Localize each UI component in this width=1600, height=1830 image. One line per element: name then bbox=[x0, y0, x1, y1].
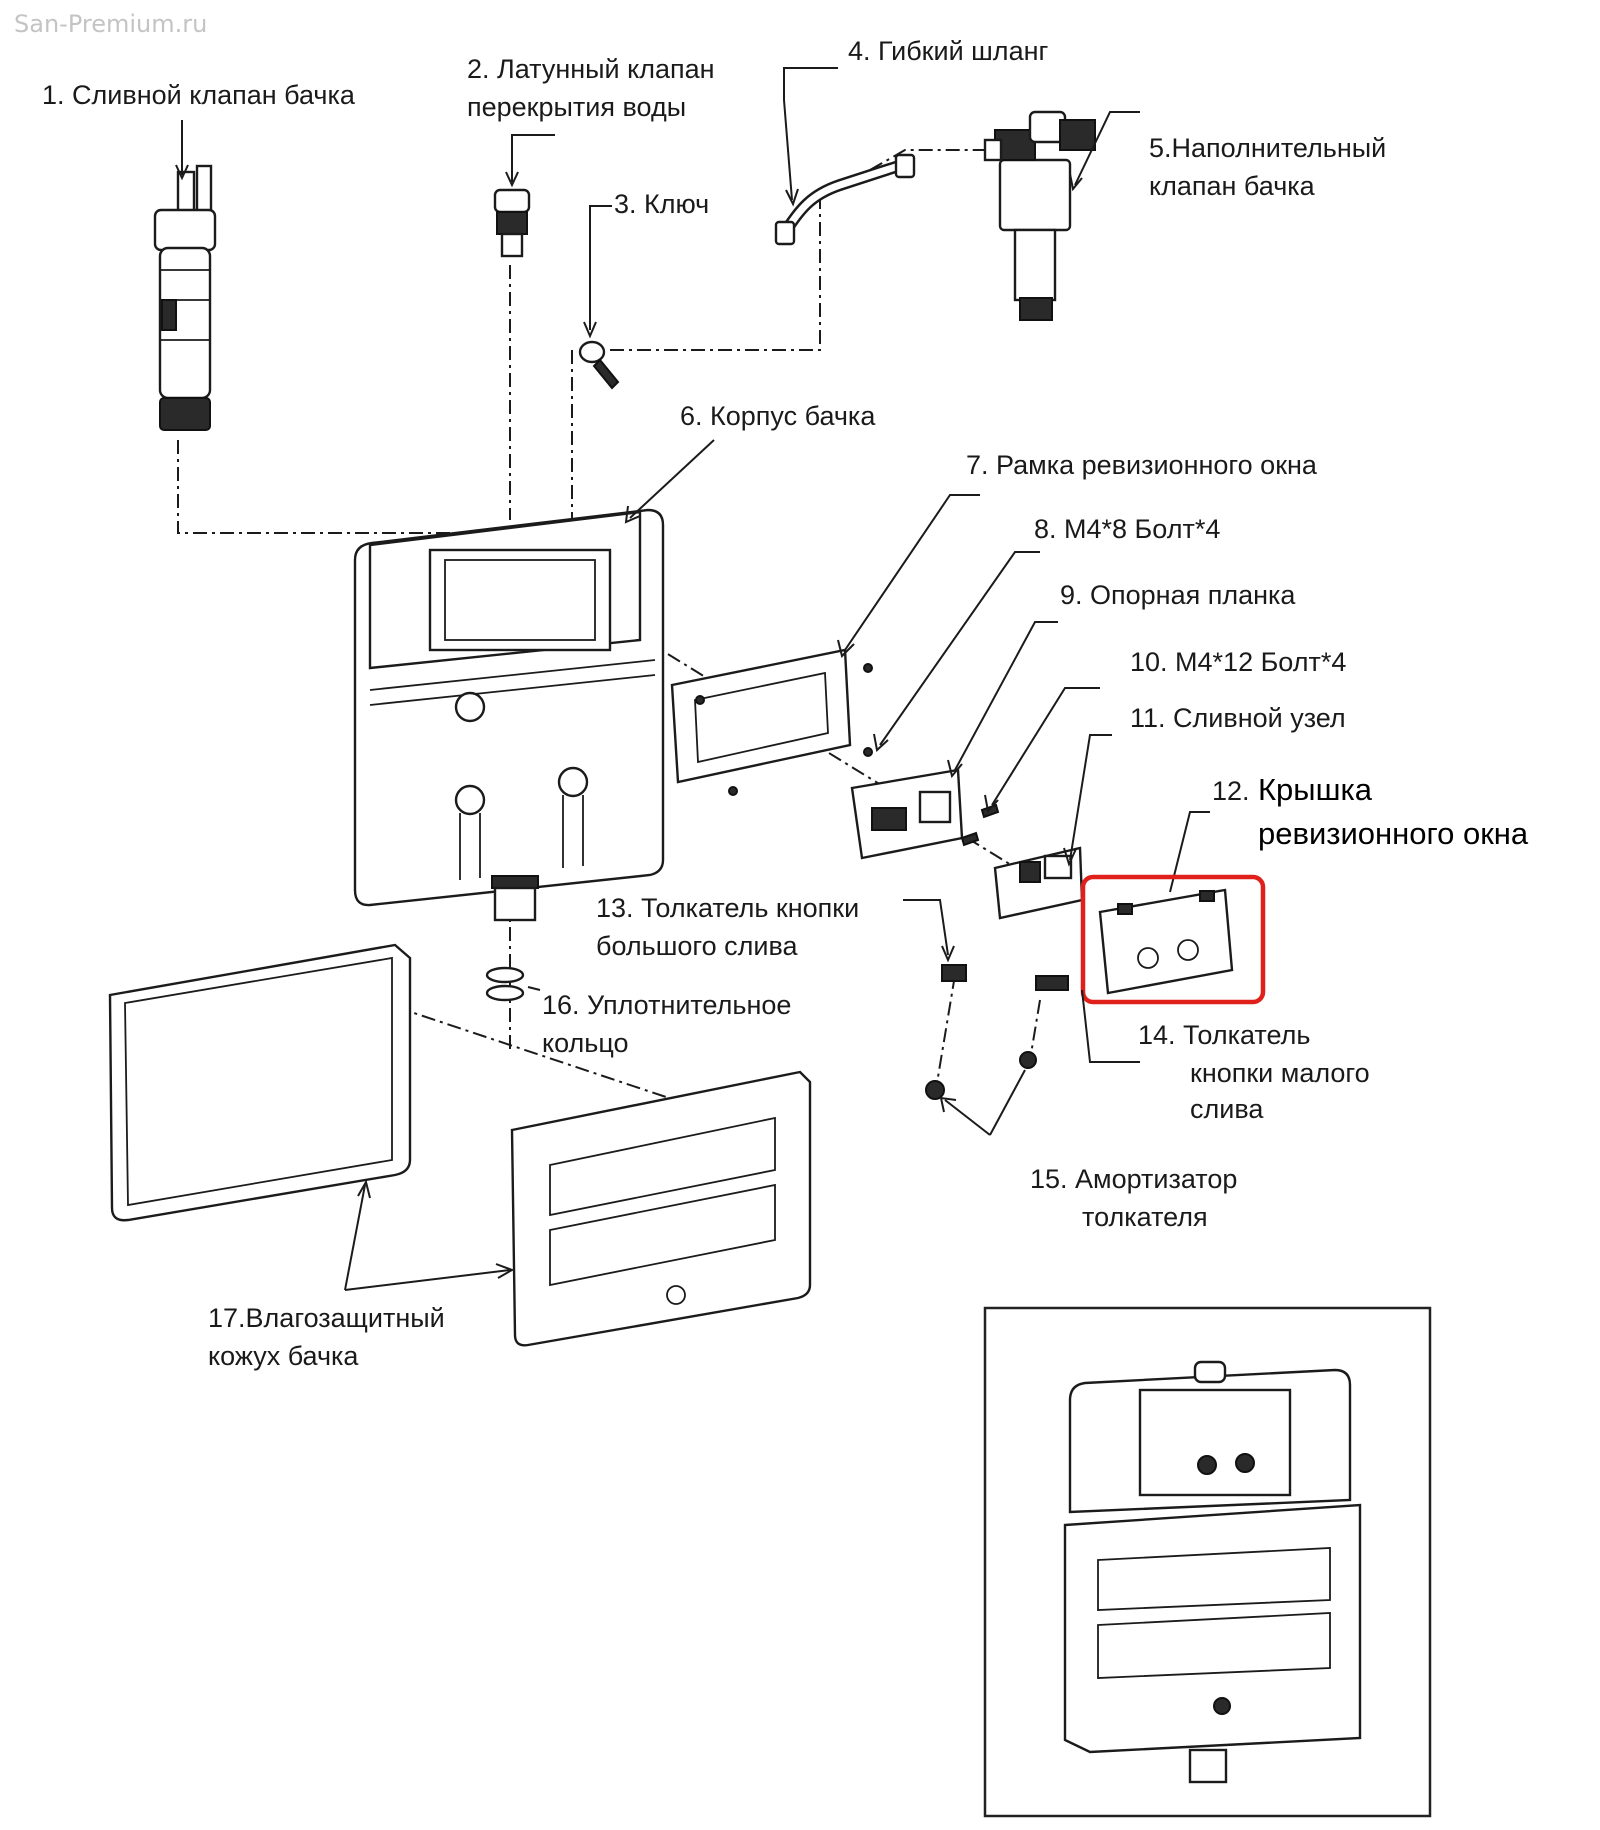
m4x8-bolts-part bbox=[695, 551, 1040, 796]
label-2-brass-valve-line1: 2. Латунный клапан bbox=[467, 54, 715, 84]
callout-labels: 1. Сливной клапан бачка 2. Латунный клап… bbox=[42, 36, 1529, 1371]
label-6-cistern-body: 6. Корпус бачка bbox=[680, 401, 876, 431]
revision-cover-part bbox=[1080, 811, 1266, 1005]
label-11-flush-unit: 11. Сливной узел bbox=[1130, 703, 1346, 733]
label-16-seal-line1: 16. Уплотнительное bbox=[542, 990, 791, 1020]
fill-valve-part bbox=[983, 110, 1140, 321]
label-16-seal-line2: кольцо bbox=[542, 1028, 629, 1058]
label-10-bolts: 10. М4*12 Болт*4 bbox=[1130, 647, 1346, 677]
revision-frame-part bbox=[670, 494, 980, 784]
m4x12-bolts-part bbox=[960, 687, 1100, 847]
label-13-big-pusher-line1: 13. Толкатель кнопки bbox=[596, 893, 859, 923]
highlight-box bbox=[1080, 874, 1266, 1005]
watermark-text: San-Premium.ru bbox=[14, 10, 207, 38]
label-14-small-pusher-line2: кнопки малого bbox=[1190, 1058, 1370, 1088]
label-3-key: 3. Ключ bbox=[614, 189, 709, 219]
flexible-hose-part bbox=[774, 67, 916, 246]
shock-absorber-part bbox=[925, 1051, 1037, 1136]
label-7-revision-frame: 7. Рамка ревизионного окна bbox=[966, 450, 1318, 480]
label-2-brass-valve-line2: перекрытия воды bbox=[467, 92, 686, 122]
label-17-cover-line1: 17.Влагозащитный bbox=[208, 1303, 445, 1333]
label-14-small-pusher-line3: слива bbox=[1190, 1094, 1264, 1124]
flush-unit-part bbox=[993, 734, 1112, 920]
label-1-flush-valve: 1. Сливной клапан бачка bbox=[42, 80, 356, 110]
small-flush-pusher-part bbox=[1035, 975, 1140, 1063]
moisture-cover-part bbox=[108, 943, 812, 1347]
label-8-bolts: 8. М4*8 Болт*4 bbox=[1034, 514, 1220, 544]
support-plate-part bbox=[850, 621, 1058, 860]
label-12-cover-line2: ревизионного окна bbox=[1258, 816, 1529, 851]
label-5-fill-valve-line1: 5.Наполнительный bbox=[1149, 133, 1386, 163]
big-flush-pusher-part bbox=[903, 899, 967, 982]
label-12-cover-line1: Крышка bbox=[1258, 772, 1373, 807]
brass-valve-part bbox=[493, 134, 555, 258]
label-9-support-plate: 9. Опорная планка bbox=[1060, 580, 1296, 610]
flush-valve-part bbox=[153, 120, 217, 431]
label-17-cover-line2: кожух бачка bbox=[208, 1341, 359, 1371]
label-13-big-pusher-line2: большого слива bbox=[596, 931, 799, 961]
label-15-shock-line1: 15. Амортизатор bbox=[1030, 1164, 1237, 1194]
assembled-view-inset bbox=[983, 1306, 1432, 1818]
key-part bbox=[578, 205, 620, 390]
label-14-small-pusher-line1: 14. Толкатель bbox=[1138, 1020, 1310, 1050]
label-4-hose: 4. Гибкий шланг bbox=[848, 36, 1048, 66]
label-5-fill-valve-line2: клапан бачка bbox=[1149, 171, 1316, 201]
label-12-number: 12. bbox=[1212, 776, 1250, 806]
label-15-shock-line2: толкателя bbox=[1082, 1202, 1208, 1232]
seal-ring-part bbox=[485, 966, 541, 1002]
cistern-body-part bbox=[353, 439, 715, 922]
